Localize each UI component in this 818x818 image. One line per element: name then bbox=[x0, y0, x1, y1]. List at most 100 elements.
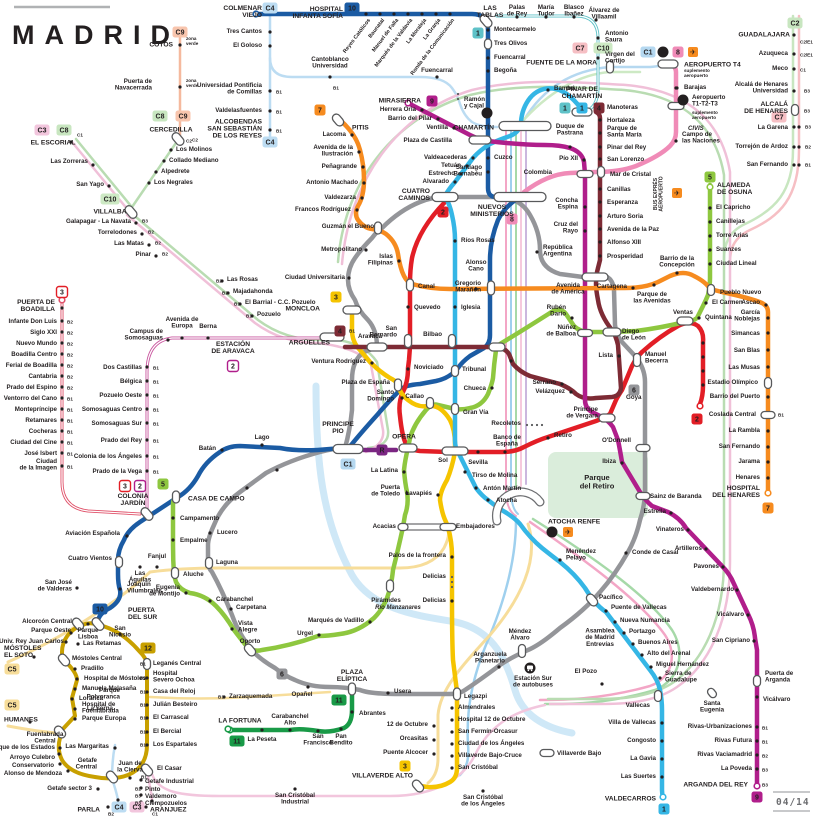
svg-text:✈: ✈ bbox=[565, 529, 571, 536]
station-label: VILLALBA bbox=[93, 208, 126, 215]
station-label: El Goloso bbox=[233, 42, 262, 49]
station-marker bbox=[452, 126, 456, 130]
station-marker bbox=[268, 44, 272, 48]
station-marker bbox=[355, 208, 359, 212]
station-marker bbox=[293, 787, 297, 791]
station-label: Estrecho bbox=[429, 170, 456, 177]
station-marker bbox=[797, 163, 801, 167]
transit-line-c-nw-pink bbox=[125, 213, 385, 454]
station-marker bbox=[58, 762, 62, 766]
line-badge-label: C8 bbox=[60, 128, 69, 135]
station-label: ARANJUEZ bbox=[150, 806, 186, 813]
line-badge-label: C9 bbox=[179, 114, 188, 121]
station-marker bbox=[708, 220, 712, 224]
station-marker bbox=[766, 445, 770, 449]
station-label: AEROPUERTO T4 bbox=[684, 61, 741, 68]
station-label: Coslada Central bbox=[709, 411, 756, 418]
line-badge-label: 11 bbox=[335, 698, 343, 705]
station-label: Loranca bbox=[79, 695, 104, 702]
station-label: Goya bbox=[626, 394, 642, 401]
station-marker bbox=[766, 429, 770, 433]
station-label: La Serna bbox=[87, 705, 114, 712]
station-marker bbox=[620, 461, 624, 465]
line-badge-label: C3 bbox=[133, 805, 142, 812]
line-badge-label: 3 bbox=[334, 295, 338, 302]
line-badge-7 bbox=[314, 104, 326, 116]
station-marker bbox=[226, 291, 230, 295]
station-label: Rivas Futura bbox=[715, 737, 753, 744]
station-label: San Cipriano bbox=[712, 637, 750, 644]
station-marker bbox=[486, 56, 490, 60]
station-label: BUS EXPRÉSAEROPUERTO bbox=[651, 176, 665, 211]
fare-zone-label: B1 bbox=[276, 90, 282, 95]
line-badge-C9 bbox=[175, 110, 191, 122]
line-badge-8 bbox=[672, 46, 684, 58]
station-label: Laguna bbox=[216, 559, 239, 566]
line-badge-1 bbox=[559, 102, 571, 114]
station-label: Julián Besteiro bbox=[153, 701, 198, 708]
fare-zone-label: B3 bbox=[805, 125, 811, 130]
station-marker bbox=[598, 254, 602, 258]
station-label: Esperanza bbox=[607, 199, 639, 206]
line-badge-3 bbox=[118, 479, 132, 493]
station-marker bbox=[704, 301, 708, 305]
station-label: Estadio Olímpico bbox=[707, 379, 758, 386]
station-marker bbox=[139, 793, 143, 797]
station-label: Portazgo bbox=[629, 628, 656, 635]
station-marker bbox=[486, 28, 490, 32]
station-marker bbox=[268, 128, 272, 132]
river-label: Río Manzanares bbox=[375, 605, 421, 611]
station-label: Retamares bbox=[25, 417, 57, 424]
station-label: Lacoma bbox=[323, 131, 347, 138]
station-interchange-marker bbox=[576, 169, 594, 179]
station-marker bbox=[660, 775, 664, 779]
station-label: Las Suertes bbox=[621, 773, 657, 780]
fare-zone-label: B1 bbox=[234, 302, 240, 307]
station-interchange-marker bbox=[763, 376, 773, 390]
line-badge-label: C4 bbox=[266, 6, 275, 13]
station-label: Valdebernardo bbox=[691, 586, 734, 593]
line-badge-label: C10 bbox=[104, 197, 117, 204]
station-marker bbox=[220, 279, 224, 283]
station-marker bbox=[613, 620, 617, 624]
fare-zone-label: B1 bbox=[140, 662, 146, 667]
station-label: Pozuelo bbox=[257, 311, 281, 318]
station-marker bbox=[166, 338, 170, 342]
station-label: Cocheras bbox=[29, 428, 58, 435]
station-label: El Barrial - C.C. Pozuelo bbox=[245, 299, 316, 306]
line-badge-label: 11 bbox=[233, 739, 241, 746]
station-label: Vallecas bbox=[626, 702, 651, 709]
station-marker bbox=[436, 493, 440, 497]
station-interchange-marker bbox=[653, 689, 663, 703]
line-terminus-marker bbox=[696, 402, 704, 410]
station-label: Torrejón de Ardoz bbox=[735, 143, 788, 150]
airport-shuttle-icon: ✈ bbox=[672, 188, 682, 198]
transit-line-c-south-blue bbox=[458, 518, 518, 777]
station-label: Carpetana bbox=[236, 604, 267, 611]
station-label: Zarzaquemada bbox=[229, 693, 273, 700]
fare-zone-label: B1 bbox=[153, 380, 159, 385]
station-label: Pozuelo Oeste bbox=[99, 392, 142, 399]
station-label: La Latina bbox=[371, 467, 399, 474]
station-label: Parque Oeste bbox=[31, 627, 71, 634]
station-marker bbox=[622, 631, 626, 635]
line-badge-10 bbox=[92, 603, 108, 615]
station-label: Aravaca bbox=[358, 333, 383, 340]
station-marker bbox=[260, 728, 264, 732]
station-label: EL ESCORIAL bbox=[31, 139, 76, 146]
station-label: El Casar bbox=[157, 765, 182, 772]
fare-zone-label: B1 bbox=[778, 413, 784, 418]
svg-text:C: C bbox=[549, 528, 555, 537]
station-interchange-marker bbox=[488, 342, 506, 352]
cercanias-station-marker bbox=[456, 97, 460, 101]
